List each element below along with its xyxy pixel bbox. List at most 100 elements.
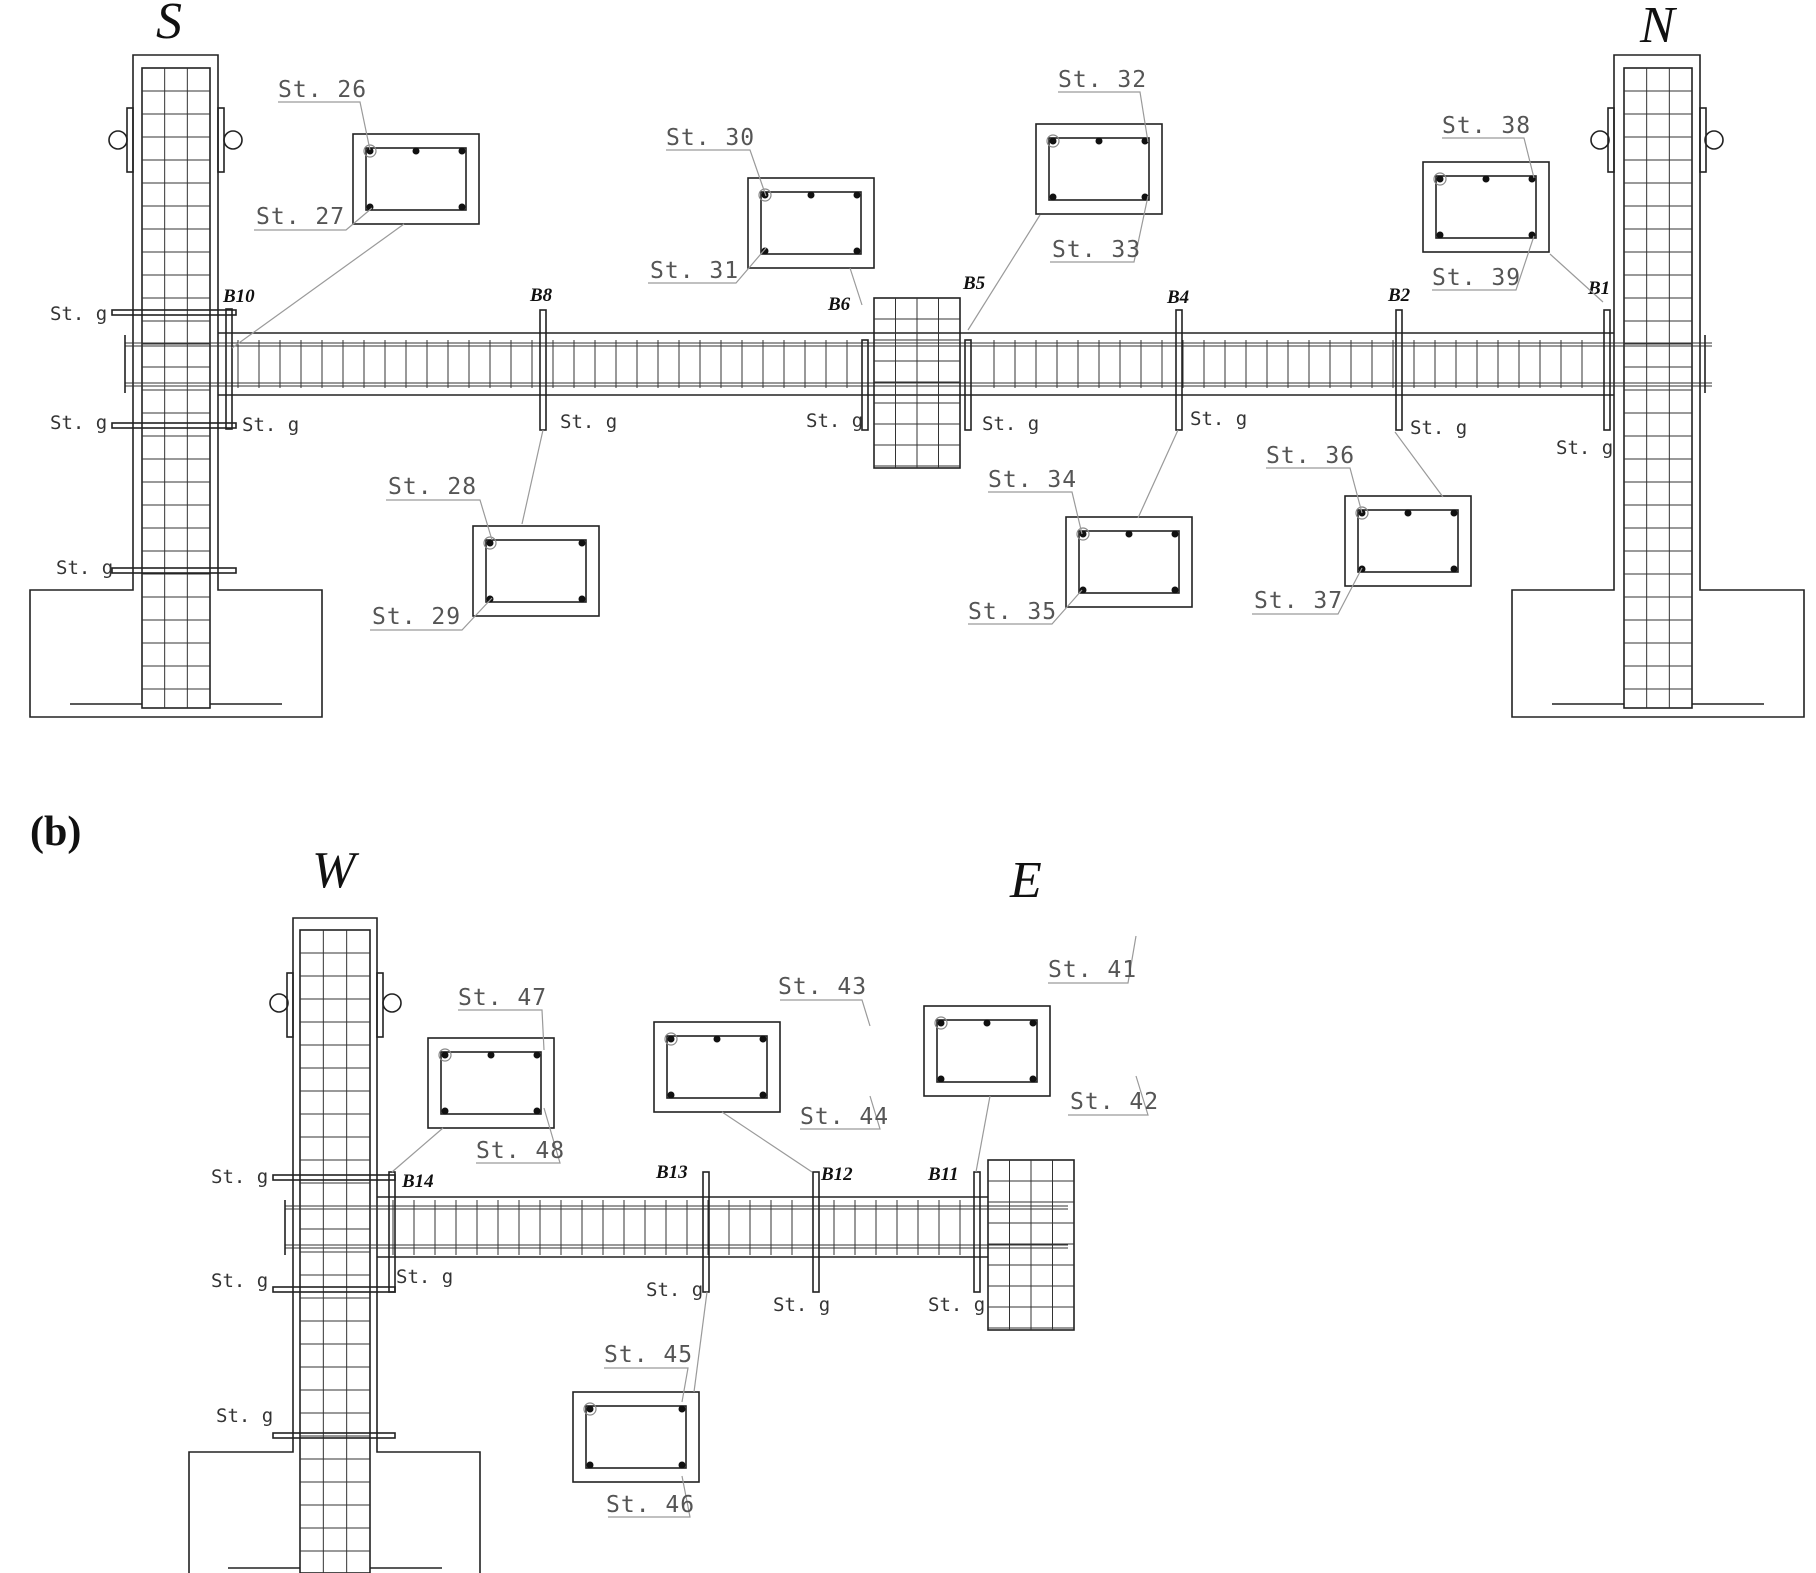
cross-section	[352, 133, 480, 225]
cross-section	[1065, 516, 1193, 608]
rebar-dot	[1079, 530, 1087, 538]
beam-label: B6	[827, 294, 851, 315]
section-outline	[923, 1005, 1051, 1097]
rebar-dot	[1141, 137, 1149, 145]
cross-section	[1035, 123, 1163, 215]
gauge-label: St. g	[646, 1279, 703, 1301]
rebar-dot	[586, 1405, 594, 1413]
section-stirrup	[1357, 509, 1459, 573]
gauge-label: St. g	[50, 303, 107, 325]
beam-label: B2	[1387, 285, 1411, 306]
rebar-dot	[586, 1461, 594, 1469]
section-label: St. 28	[388, 474, 477, 500]
gauge-marker	[934, 1016, 948, 1030]
section-label: St. 45	[604, 1342, 693, 1368]
section-stirrup	[1048, 137, 1150, 201]
section-stirrup	[440, 1051, 542, 1115]
cross-section	[923, 1005, 1051, 1097]
section-label: St. 39	[1432, 265, 1521, 291]
gauge-label: St. g	[806, 410, 863, 432]
gauge-label: St. g	[773, 1294, 830, 1316]
cross-section	[747, 177, 875, 269]
section-label: St. 34	[988, 467, 1077, 493]
section-label: St. 41	[1048, 957, 1137, 983]
leaders-b	[391, 935, 1149, 1518]
gauge-marker	[1076, 527, 1090, 541]
cross-section	[653, 1021, 781, 1113]
gauge-label: St. g	[56, 557, 113, 579]
gauge-marker	[1433, 172, 1447, 186]
rebar-dot	[366, 147, 374, 155]
beam-b	[284, 1159, 1075, 1331]
rebar-dot	[1436, 231, 1444, 239]
section-outline	[472, 525, 600, 617]
gauge-label: St. g	[560, 411, 617, 433]
rebar-dot	[1482, 175, 1490, 183]
section-outline	[747, 177, 875, 269]
rebar-dot	[533, 1107, 541, 1115]
section-stirrup	[760, 191, 862, 255]
gauge-marker	[664, 1032, 678, 1046]
rebar-dot	[667, 1035, 675, 1043]
rebar-dot	[713, 1035, 721, 1043]
direction-label-east: E	[1009, 852, 1042, 909]
rebar-dot	[1029, 1075, 1037, 1083]
rebar-dot	[983, 1019, 991, 1027]
direction-label-north: N	[1639, 0, 1678, 54]
section-label: St. 44	[800, 1104, 889, 1130]
rebar-dot	[937, 1075, 945, 1083]
rebar-dot	[1528, 231, 1536, 239]
section-outline	[427, 1037, 555, 1129]
rebar-dot	[458, 147, 466, 155]
section-stirrup	[1078, 530, 1180, 594]
section-outline	[1422, 161, 1550, 253]
column-south	[29, 54, 323, 718]
section-outline	[352, 133, 480, 225]
rebar-dot	[759, 1035, 767, 1043]
rebar-dot	[1528, 175, 1536, 183]
beam-label: B14	[401, 1171, 434, 1192]
gauge-marker	[363, 144, 377, 158]
rebar-dot	[667, 1091, 675, 1099]
rebar-dot	[853, 247, 861, 255]
rebar-dot	[678, 1405, 686, 1413]
cross-section	[1344, 495, 1472, 587]
beam-label: B8	[529, 285, 553, 306]
cross-section	[572, 1391, 700, 1483]
section-outline	[653, 1021, 781, 1113]
rebar-dot	[1171, 586, 1179, 594]
rebar-dot	[1125, 530, 1133, 538]
column-west	[188, 917, 481, 1573]
rebar-dot	[1049, 137, 1057, 145]
section-label: St. 47	[458, 985, 547, 1011]
gauge-label: St. g	[928, 1294, 985, 1316]
rebar-dot	[486, 539, 494, 547]
section-label: St. 43	[778, 974, 867, 1000]
section-label: St. 30	[666, 125, 755, 151]
gauges-a	[111, 308, 1611, 574]
cross-section	[1422, 161, 1550, 253]
gauge-label: St. g	[982, 413, 1039, 435]
section-label: St. 32	[1058, 67, 1147, 93]
section-label: St. 33	[1052, 237, 1141, 263]
cross-section	[427, 1037, 555, 1129]
rebar-dot	[1404, 509, 1412, 517]
section-stirrup	[666, 1035, 768, 1099]
rebar-dot	[761, 247, 769, 255]
rebar-dot	[578, 539, 586, 547]
gauge-label: St. g	[1190, 408, 1247, 430]
gauge-marker	[758, 188, 772, 202]
rebar-dot	[533, 1051, 541, 1059]
beam-label: B12	[820, 1164, 853, 1185]
rebar-dot	[1049, 193, 1057, 201]
gauge-marker	[483, 536, 497, 550]
rebar-dot	[1436, 175, 1444, 183]
beam-a	[124, 297, 1712, 469]
cross-section	[472, 525, 600, 617]
section-label: St. 29	[372, 604, 461, 630]
gauge-marker	[1046, 134, 1060, 148]
section-outline	[1344, 495, 1472, 587]
column-north	[1511, 54, 1805, 718]
gauge-label: St. g	[242, 414, 299, 436]
